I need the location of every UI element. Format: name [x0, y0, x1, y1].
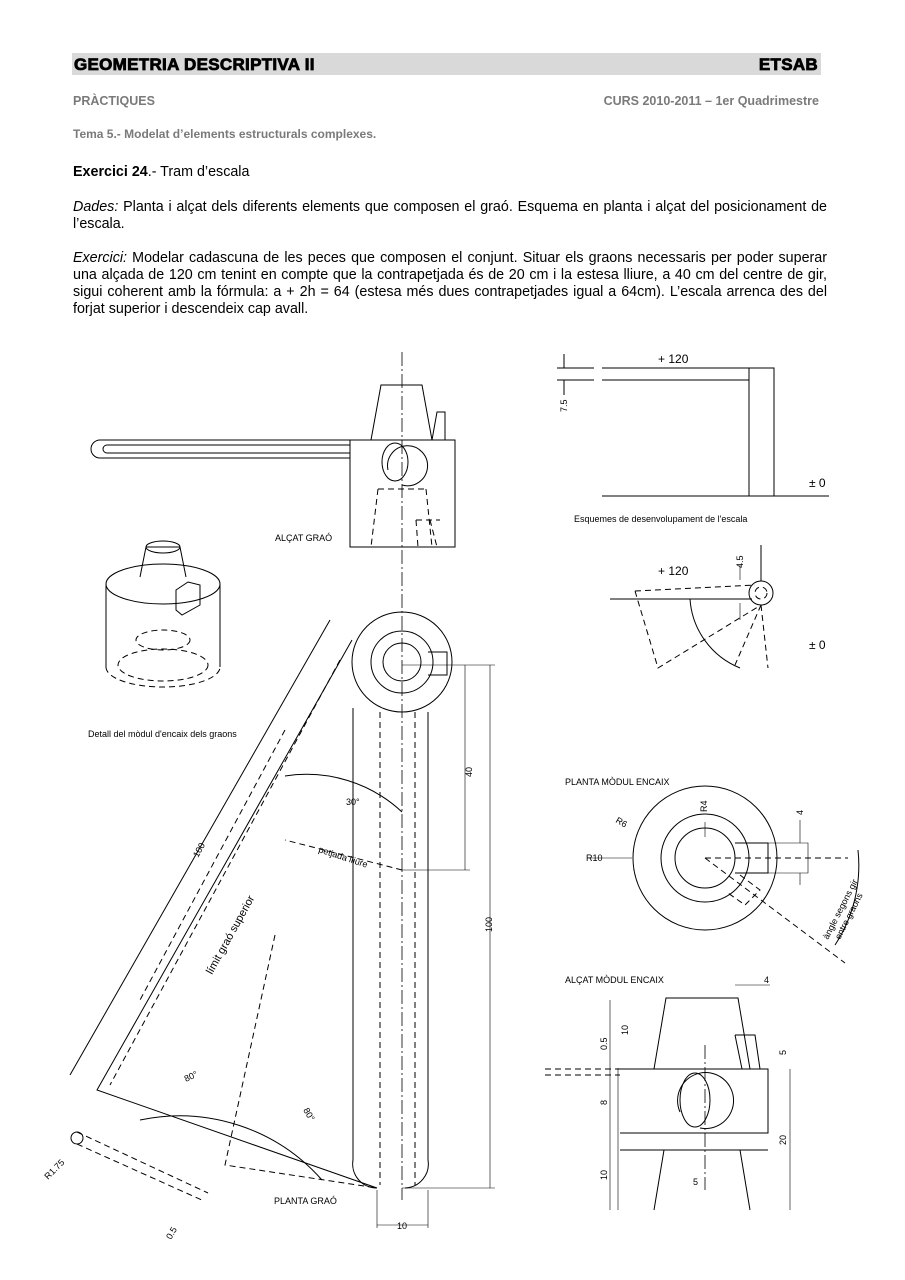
planta-modul-encaix: PLANTA MÒDUL ENCAIX R6 R4 R10 4 àngle se…	[565, 777, 865, 964]
dim-pg-r175: R1.75	[42, 1157, 66, 1181]
label-r6: R6	[614, 815, 629, 829]
dim-am-5b: 5	[693, 1177, 698, 1187]
header-bar: GEOMETRIA DESCRIPTIVA II ETSAB	[72, 53, 821, 75]
term-label: CURS 2010-2011 – 1er Quadrimestre	[603, 94, 819, 108]
dim-pg-0-5: 0.5	[164, 1225, 179, 1241]
exercici-label: Exercici:	[73, 250, 128, 266]
dades-text: Planta i alçat dels diferents elements q…	[73, 199, 827, 232]
dim-7-5: 7.5	[559, 399, 569, 412]
dim-pg-80b: 80°	[301, 1106, 317, 1123]
label-alcat-modul: ALÇAT MÒDUL ENCAIX	[565, 975, 664, 985]
dim-am-10b: 10	[599, 1170, 609, 1180]
exercise-title: Exercici 24.- Tram d’escala	[73, 164, 827, 181]
esquema-alcat: + 120 ± 0 7.5 Esquemes de desenvolupamen…	[557, 352, 829, 524]
dim-pg-40: 40	[464, 767, 474, 777]
label-plan-zero: ± 0	[809, 638, 826, 652]
esquema-planta: + 120 ± 0 4.5	[610, 545, 826, 669]
planta-grao-drawing: 100 30° petjada lliure límit graó superi…	[42, 611, 495, 1241]
label-planta-modul: PLANTA MÒDUL ENCAIX	[565, 777, 670, 787]
label-detall: Detall del mòdul d'encaix dels graons	[88, 729, 237, 739]
school-name: ETSAB	[758, 55, 818, 75]
label-elev-top: + 120	[658, 352, 689, 366]
alcat-grao-drawing: ALÇAT GRAÓ	[90, 384, 456, 548]
dim-am-20: 20	[778, 1135, 788, 1145]
exercise-number: Exercici 24	[73, 164, 148, 180]
exercise-name: .- Tram d’escala	[147, 164, 250, 180]
dim-am-10a: 10	[620, 1025, 630, 1035]
exercici-paragraph: Exercici: Modelar cadascuna de les peces…	[73, 250, 827, 318]
detall-drawing: Detall del mòdul d'encaix dels graons	[88, 540, 237, 739]
dim-am-0-5: 0.5	[599, 1037, 609, 1050]
label-limit: límit graó superior	[204, 893, 257, 976]
label-petjada: petjada lliure	[317, 844, 369, 869]
dim-am-4: 4	[764, 975, 769, 985]
dim-pg-100a: 100	[191, 841, 207, 859]
course-title: GEOMETRIA DESCRIPTIVA II	[74, 55, 315, 75]
exercici-text: Modelar cadascuna de les peces que compo…	[73, 250, 827, 317]
label-pm-4: 4	[795, 810, 805, 815]
dim-4-5: 4.5	[735, 555, 745, 568]
label-plan-top: + 120	[658, 564, 689, 578]
section-label: PRÀCTIQUES	[73, 94, 155, 108]
alcat-modul-encaix: ALÇAT MÒDUL ENCAIX 4 10 0.5 5 8 20 10 5	[545, 975, 791, 1211]
dim-pg-10: 10	[397, 1221, 407, 1231]
label-alcat-grao: ALÇAT GRAÓ	[275, 533, 332, 543]
label-r4: R4	[699, 800, 709, 812]
dim-am-8: 8	[599, 1100, 609, 1105]
dim-pg-80a: 80°	[183, 1069, 200, 1084]
dades-paragraph: Dades: Planta i alçat dels diferents ele…	[73, 199, 827, 233]
dades-label: Dades:	[73, 199, 119, 215]
label-esquemes: Esquemes de desenvolupament de l'escala	[574, 514, 747, 524]
dim-pg-100b: 100	[484, 917, 494, 932]
label-r10: R10	[586, 853, 603, 863]
dim-pg-30: 30°	[346, 797, 360, 807]
label-elev-zero: ± 0	[809, 476, 826, 490]
topic: Tema 5.- Modelat d’elements estructurals…	[73, 127, 377, 141]
dim-am-5a: 5	[778, 1050, 788, 1055]
label-planta-grao: PLANTA GRAÓ	[274, 1196, 337, 1206]
